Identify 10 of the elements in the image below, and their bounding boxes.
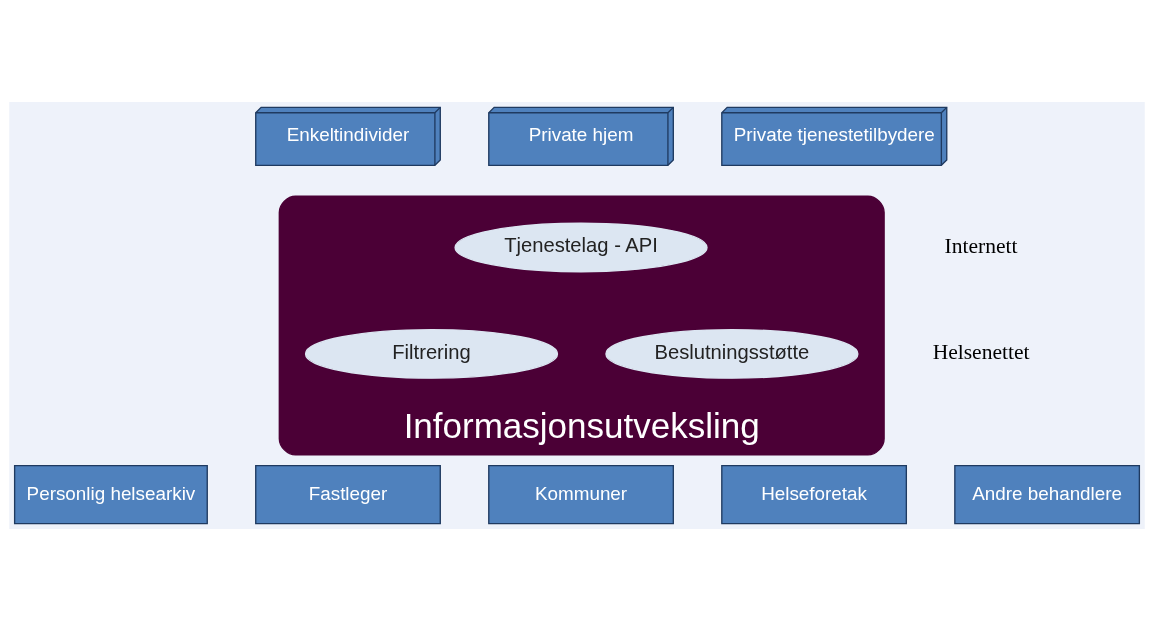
label: Helsenettet bbox=[932, 339, 1030, 364]
node-box: Kommuner bbox=[488, 464, 674, 524]
node-box: Helseforetak bbox=[721, 464, 907, 524]
node-box: Fastleger bbox=[255, 464, 441, 524]
node-box: Personlig helsearkiv bbox=[13, 464, 208, 524]
node-ellipse: Filtrering bbox=[304, 328, 559, 379]
node-box: Andre behandlere bbox=[954, 464, 1141, 524]
label: Internett bbox=[944, 233, 1018, 258]
node-ellipse: Beslutningsstøtte bbox=[605, 328, 859, 379]
node-ellipse: Tjenestelag - API bbox=[454, 222, 708, 272]
